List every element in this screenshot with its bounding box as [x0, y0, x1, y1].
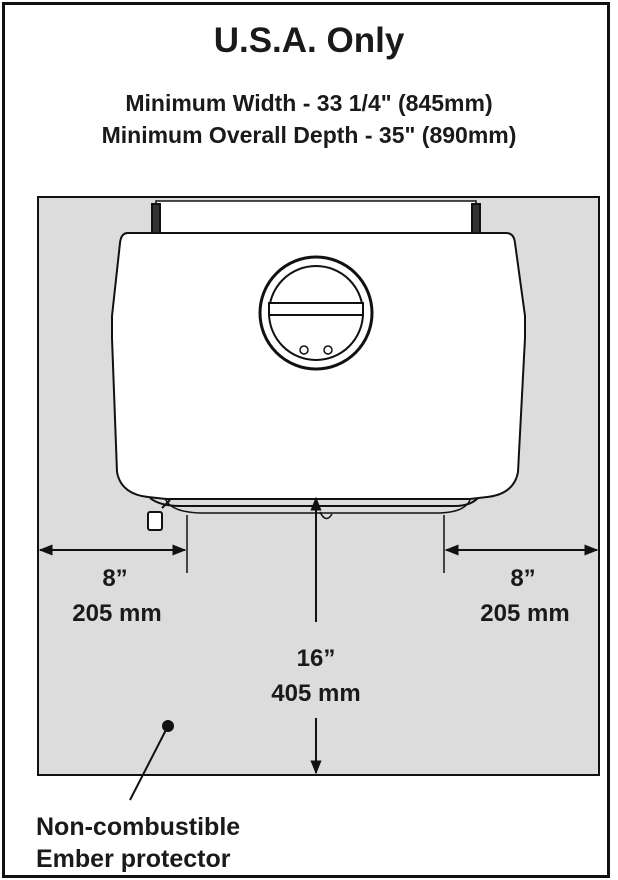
diagram-frame — [2, 2, 610, 878]
front-clearance-mm: 405 mm — [271, 680, 361, 707]
leader-line — [129, 725, 169, 801]
page-title: U.S.A. Only — [213, 21, 405, 60]
right-clearance-inches: 8” — [510, 565, 536, 592]
right-clearance-mm: 205 mm — [480, 600, 570, 627]
protector-label-line2: Ember protector — [36, 845, 231, 873]
protector-label-line1: Non-combustible — [36, 813, 241, 841]
stove-top-view — [111, 200, 526, 531]
minimum-depth-label: Minimum Overall Depth - 35" (890mm) — [101, 122, 517, 148]
left-clearance-inches: 8” — [102, 565, 128, 592]
left-clearance-mm: 205 mm — [72, 600, 162, 627]
minimum-width-label: Minimum Width - 33 1/4" (845mm) — [125, 90, 493, 116]
front-clearance-inches: 16” — [296, 645, 336, 672]
